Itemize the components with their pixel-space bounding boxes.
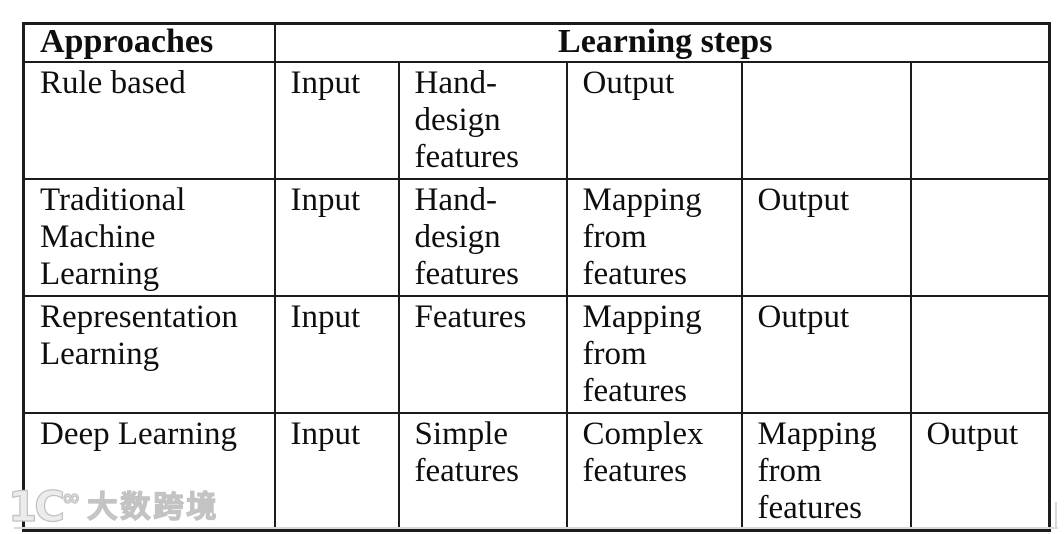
step-cell (740, 60, 912, 180)
step-cell: Output (565, 60, 743, 180)
approach-cell: Traditional Machine Learning (22, 177, 276, 297)
step-cell (909, 177, 1051, 297)
step-cell: Features (397, 294, 568, 414)
table-header-row: Approaches Learning steps (22, 22, 1051, 63)
step-cell: Output (909, 411, 1051, 531)
table-row: Representation Learning Input Features M… (22, 294, 1051, 414)
table-row: Rule based Input Hand-design features Ou… (22, 60, 1051, 180)
table-row: Traditional Machine Learning Input Hand-… (22, 177, 1051, 297)
step-cell: Mapping from features (565, 294, 743, 414)
learning-steps-header: Learning steps (273, 22, 1051, 63)
approach-cell: Deep Learning (22, 411, 276, 531)
step-cell (909, 60, 1051, 180)
step-cell: Output (740, 294, 912, 414)
page-edge-shadow-bottom (14, 527, 1058, 529)
watermark-text: 大数跨境 (87, 489, 220, 525)
watermark-logo-icon: 1C∞ (7, 482, 81, 531)
step-cell: Input (273, 411, 400, 531)
step-cell: Hand-design features (397, 177, 568, 297)
table-row: Deep Learning Input Simple features Comp… (22, 411, 1051, 531)
learning-approaches-table: Approaches Learning steps Rule based Inp… (22, 22, 1051, 532)
approach-cell: Representation Learning (22, 294, 276, 414)
step-cell: Input (273, 177, 400, 297)
step-cell: Output (740, 177, 912, 297)
watermark: 1C∞ 大数跨境 (7, 482, 220, 531)
step-cell: Complex features (565, 411, 743, 531)
step-cell: Mapping from features (565, 177, 743, 297)
step-cell: Mapping from features (740, 411, 912, 531)
step-cell: Input (273, 294, 400, 414)
step-cell: Hand-design features (397, 60, 568, 180)
approach-cell: Rule based (22, 60, 276, 180)
approaches-header: Approaches (22, 22, 276, 63)
step-cell (909, 294, 1051, 414)
step-cell: Simple features (397, 411, 568, 531)
page-edge-shadow-right (1055, 502, 1057, 529)
step-cell: Input (273, 60, 400, 180)
